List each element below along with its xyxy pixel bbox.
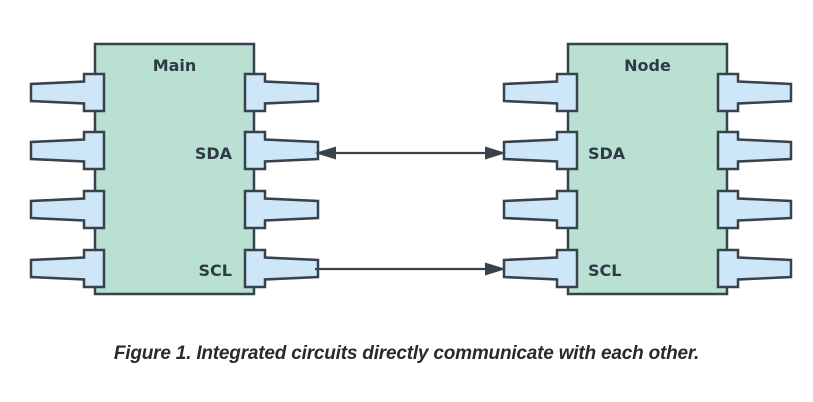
node-right-pin-4 <box>716 248 793 289</box>
sda-arrowhead-right <box>485 146 506 160</box>
main-right-pin-2 <box>243 130 320 171</box>
main-left-pin-4 <box>29 248 106 289</box>
sda-arrowhead-left <box>315 146 336 160</box>
chip-main: Main SDA SCL <box>29 42 320 296</box>
chip-main-sda-label: SDA <box>195 144 233 163</box>
chip-node-title: Node <box>624 56 671 75</box>
main-right-pin-3 <box>243 189 320 230</box>
node-right-pin-2 <box>716 130 793 171</box>
node-left-pin-4 <box>502 248 579 289</box>
chip-node-right-pins <box>716 72 793 289</box>
chip-main-left-pins <box>29 72 106 289</box>
node-left-pin-3 <box>502 189 579 230</box>
main-right-pin-1 <box>243 72 320 113</box>
connections <box>315 146 506 276</box>
chip-node-body <box>566 42 729 296</box>
node-right-pin-1 <box>716 72 793 113</box>
chip-main-body <box>93 42 256 296</box>
chip-main-right-pins <box>243 72 320 289</box>
chip-node: Node SDA SCL <box>502 42 793 296</box>
node-right-pin-3 <box>716 189 793 230</box>
main-left-pin-1 <box>29 72 106 113</box>
chip-node-left-pins <box>502 72 579 289</box>
chip-node-scl-label: SCL <box>588 261 621 280</box>
scl-arrowhead-right <box>485 262 506 276</box>
chip-node-sda-label: SDA <box>588 144 626 163</box>
node-left-pin-2 <box>502 130 579 171</box>
chip-main-scl-label: SCL <box>199 261 232 280</box>
main-left-pin-3 <box>29 189 106 230</box>
main-right-pin-4 <box>243 248 320 289</box>
figure-caption: Figure 1. Integrated circuits directly c… <box>113 343 700 364</box>
node-left-pin-1 <box>502 72 579 113</box>
chip-main-title: Main <box>153 56 197 75</box>
main-left-pin-2 <box>29 130 106 171</box>
